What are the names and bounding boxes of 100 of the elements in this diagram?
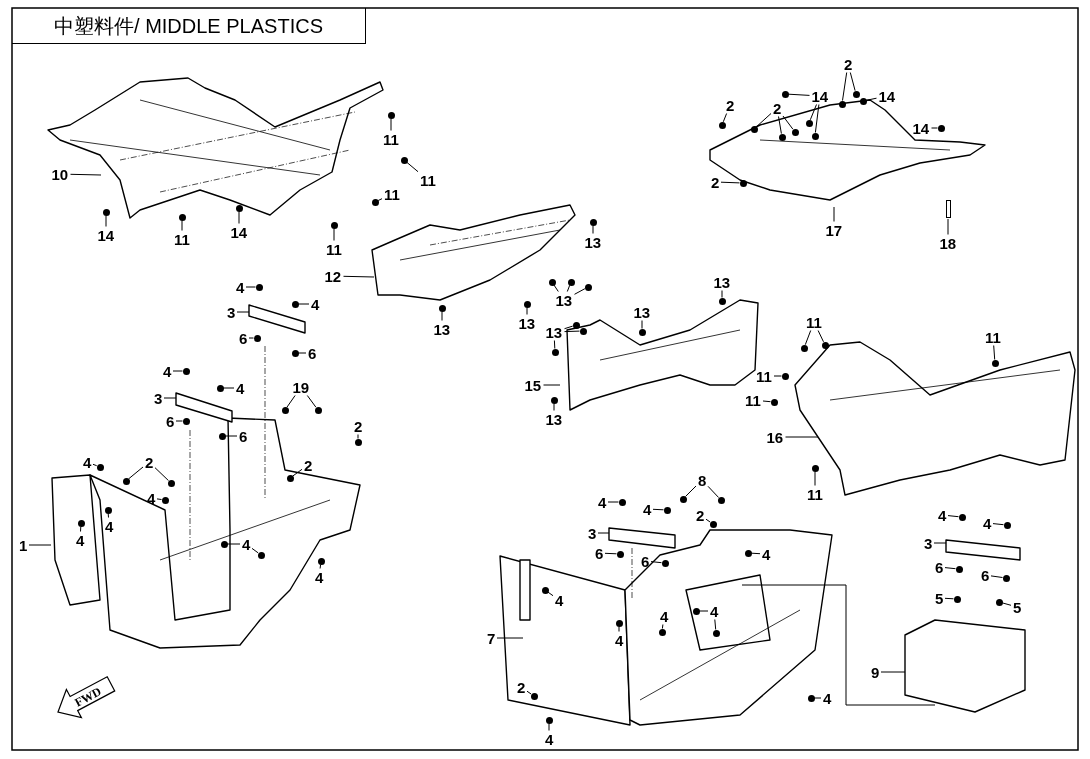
callout-number: 17	[824, 222, 844, 238]
fastener	[821, 341, 829, 349]
fastener	[811, 464, 819, 472]
leader-line	[721, 290, 723, 298]
callout-number: 11	[325, 241, 343, 257]
callout-number: 14	[96, 227, 116, 243]
leader-line	[814, 104, 820, 133]
callout-number: 4	[235, 380, 246, 396]
title: 中塑料件/ MIDDLE PLASTICS	[12, 8, 366, 44]
fastener	[958, 513, 966, 521]
callout-number: 12	[323, 268, 343, 284]
leader-line	[298, 352, 307, 354]
leader-line	[773, 375, 782, 377]
fastener	[800, 344, 808, 352]
fastener	[291, 300, 299, 308]
callout-number: 13	[432, 321, 452, 337]
fastener	[257, 551, 265, 559]
leader-line	[842, 72, 848, 101]
fastener	[255, 283, 263, 291]
fastener	[567, 278, 575, 286]
leader-line	[286, 395, 296, 408]
fastener	[96, 463, 104, 471]
leader-line	[553, 340, 556, 349]
callout-number: 6	[165, 413, 176, 429]
label-plate	[945, 200, 951, 218]
fastener	[387, 111, 395, 119]
callout-number: 2	[843, 56, 854, 72]
callout-number: 16	[765, 429, 785, 445]
callout-number: 4	[146, 490, 157, 506]
callout-number: 3	[226, 304, 237, 320]
leader-line	[707, 485, 720, 498]
fastener	[692, 607, 700, 615]
callout-number: 11	[382, 131, 400, 147]
leader-line	[574, 288, 586, 295]
callout-number: 4	[82, 454, 93, 470]
fastener	[354, 438, 362, 446]
fastener	[750, 125, 758, 133]
leader-line	[714, 619, 717, 630]
fastener	[770, 398, 778, 406]
callout-number: 6	[594, 545, 605, 561]
fastener	[317, 557, 325, 565]
fastener	[791, 128, 799, 136]
callout-number: 7	[486, 630, 497, 646]
leader-line	[880, 671, 906, 673]
callout-number: 13	[554, 292, 574, 308]
leader-line	[566, 284, 571, 292]
leader-line	[720, 181, 740, 184]
leader-line	[992, 523, 1004, 526]
fastener	[548, 278, 556, 286]
callout-number: 13	[517, 315, 537, 331]
fastener	[781, 372, 789, 380]
callout-number: 14	[810, 88, 830, 104]
leader-line	[225, 435, 238, 437]
callout-number: 11	[984, 329, 1002, 345]
direction-label: FWD	[72, 685, 104, 709]
fastener	[953, 595, 961, 603]
fastener	[615, 619, 623, 627]
fastener	[572, 321, 580, 329]
callout-number: 6	[934, 559, 945, 575]
fastener	[235, 204, 243, 212]
callout-number: 19	[291, 379, 311, 395]
leader-line	[782, 115, 794, 130]
fastener	[220, 540, 228, 548]
leader-line	[526, 307, 528, 315]
leader-line	[833, 206, 835, 222]
callout-number: 2	[725, 97, 736, 113]
fastener	[616, 550, 624, 558]
leader-line	[661, 624, 664, 629]
leader-line	[343, 275, 375, 278]
leader-line	[788, 93, 810, 96]
fastener	[709, 520, 717, 528]
callout-number: 4	[241, 536, 252, 552]
callout-number: 2	[303, 457, 314, 473]
callout-number: 4	[761, 546, 772, 562]
callout-number: 4	[822, 690, 833, 706]
leader-line	[785, 436, 819, 438]
callout-number: 5	[1012, 599, 1023, 615]
fastener	[182, 367, 190, 375]
leader-line	[92, 463, 98, 467]
callout-number: 14	[877, 88, 897, 104]
callout-number: 2	[695, 507, 706, 523]
leader-line	[865, 97, 877, 101]
leader-line	[319, 564, 322, 569]
callout-number: 13	[544, 411, 564, 427]
leader-line	[223, 387, 235, 389]
leader-line	[814, 697, 822, 699]
callout-number: 18	[938, 235, 958, 251]
leader-line	[705, 518, 711, 523]
leader-line	[933, 542, 947, 544]
leader-line	[390, 118, 392, 131]
callout-number: 6	[307, 345, 318, 361]
leader-line	[931, 127, 938, 129]
leader-line	[245, 286, 256, 288]
fastener	[811, 132, 819, 140]
callout-number: 11	[805, 314, 823, 330]
callout-number: 4	[709, 603, 720, 619]
fastener	[371, 198, 379, 206]
leader-line	[543, 384, 561, 386]
leader-line	[564, 330, 580, 333]
callout-number: 14	[229, 224, 249, 240]
